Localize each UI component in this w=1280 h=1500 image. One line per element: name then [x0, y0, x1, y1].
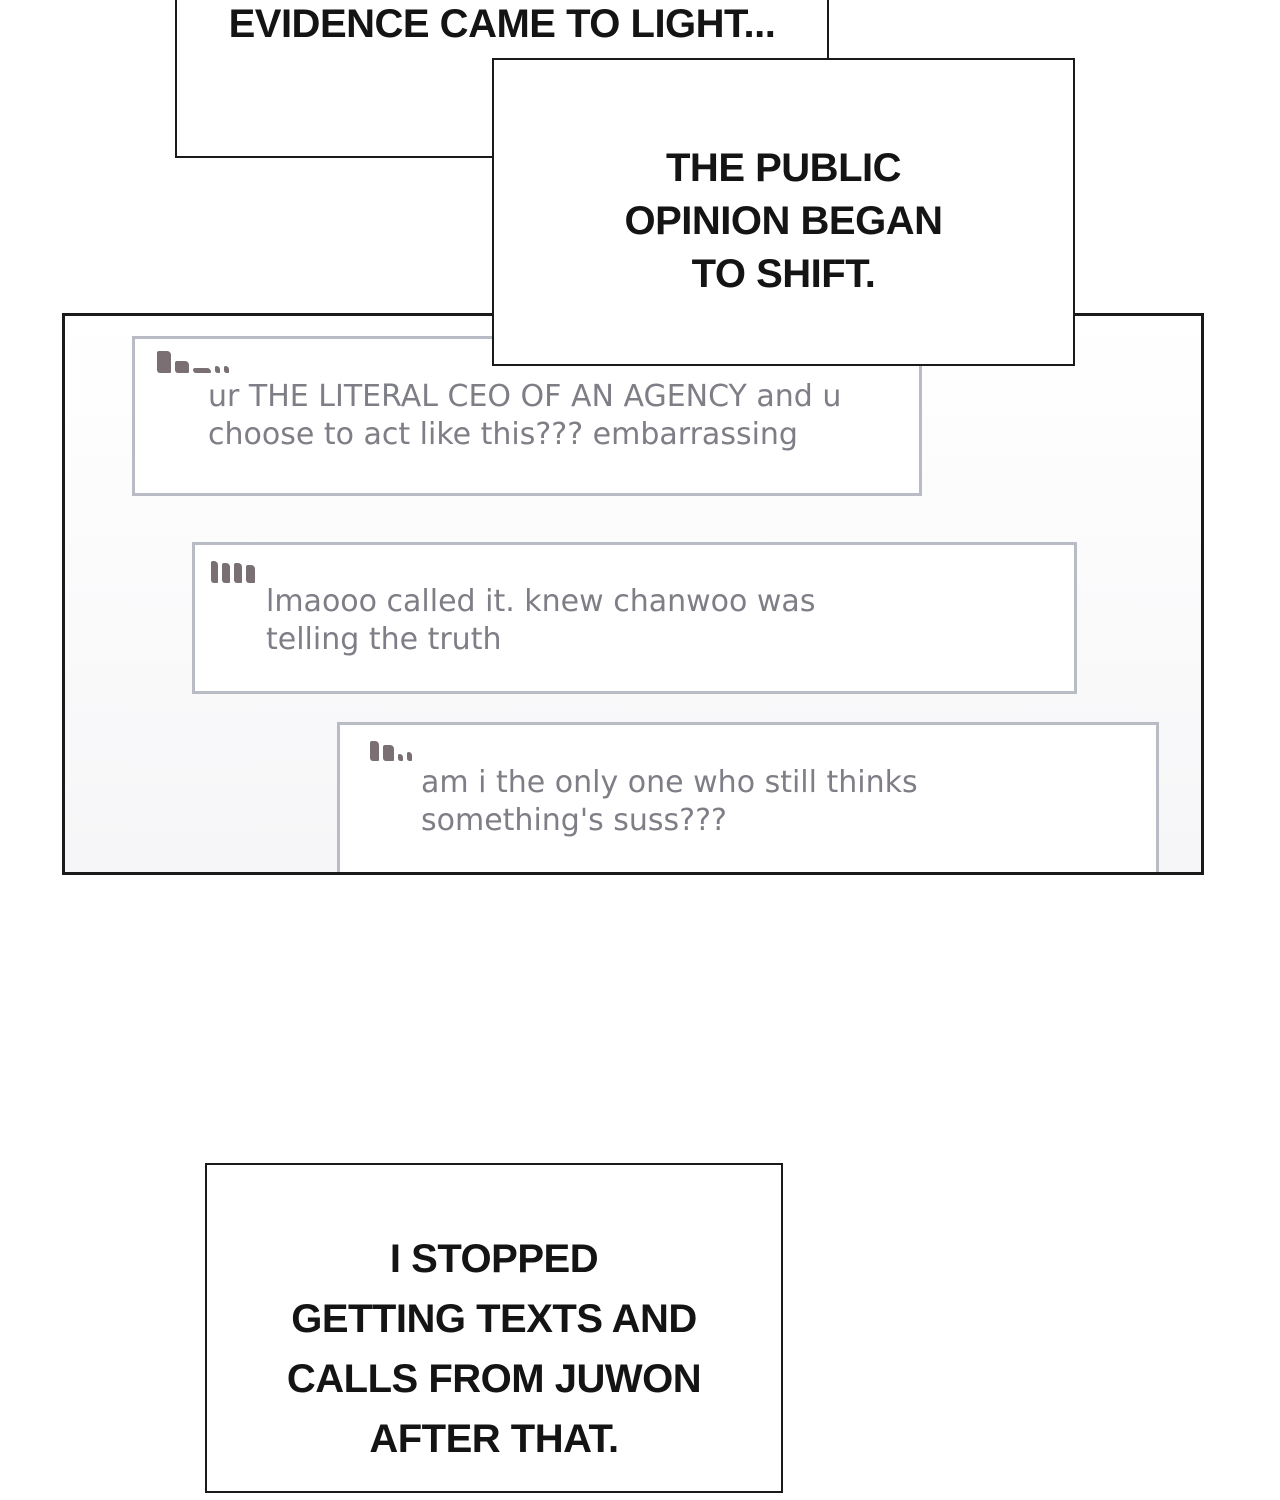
comment-line: something's suss??? — [421, 803, 727, 838]
narration-line: EVIDENCE CAME TO LIGHT... — [228, 2, 776, 46]
narration-line: GETTING TEXTS AND — [291, 1297, 697, 1341]
comment-text: lmaooo called it. knew chanwoo was telli… — [266, 583, 815, 659]
censored-username-icon — [157, 351, 229, 373]
narration-line: CALLS FROM JUWON — [286, 1357, 702, 1401]
comment-line: lmaooo called it. knew chanwoo was — [266, 584, 816, 619]
narration-caption-opinion-shift: THE PUBLIC OPINION BEGAN TO SHIFT. — [492, 58, 1075, 366]
comment-text: ur THE LITERAL CEO OF AN AGENCY and u ch… — [208, 378, 841, 454]
comment-line: ur THE LITERAL CEO OF AN AGENCY and u — [208, 379, 842, 414]
comment-panel: ur THE LITERAL CEO OF AN AGENCY and u ch… — [62, 313, 1204, 875]
narration-text: THE PUBLIC OPINION BEGAN TO SHIFT. — [494, 142, 1073, 301]
narration-line: THE PUBLIC — [666, 146, 902, 190]
narration-line: OPINION BEGAN — [624, 199, 943, 243]
narration-line: TO SHIFT. — [691, 252, 876, 296]
comment-line: choose to act like this??? embarrassing — [208, 417, 798, 452]
narration-text: I STOPPED GETTING TEXTS AND CALLS FROM J… — [207, 1229, 781, 1469]
comment-card: am i the only one who still thinks somet… — [337, 722, 1159, 872]
censored-username-icon — [370, 741, 412, 761]
narration-line: I STOPPED — [389, 1237, 599, 1281]
narration-line: AFTER THAT. — [369, 1417, 619, 1461]
comment-text: am i the only one who still thinks somet… — [421, 764, 918, 840]
comment-line: telling the truth — [266, 622, 502, 657]
censored-username-icon — [211, 561, 255, 583]
comment-card: lmaooo called it. knew chanwoo was telli… — [192, 542, 1077, 694]
narration-text: EVIDENCE CAME TO LIGHT... — [177, 2, 827, 46]
narration-caption-juwon: I STOPPED GETTING TEXTS AND CALLS FROM J… — [205, 1163, 783, 1493]
comment-line: am i the only one who still thinks — [421, 765, 918, 800]
